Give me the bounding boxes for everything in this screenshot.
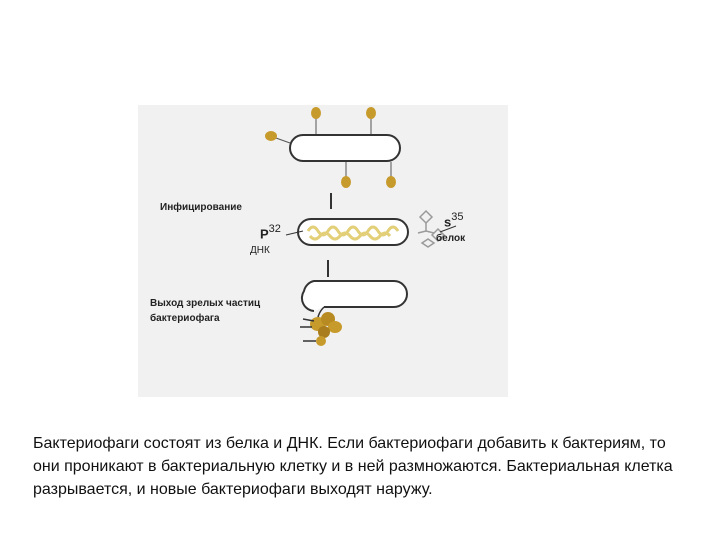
s-isotope: 35 bbox=[451, 211, 464, 223]
bacterial-cell-intact bbox=[289, 134, 401, 162]
release-label-line2: бактериофага bbox=[150, 313, 220, 324]
p-isotope: 32 bbox=[268, 223, 281, 235]
s35-label: s35 bbox=[444, 211, 463, 231]
phage-infection-diagram: Инфицирование P32 ДНК s35 белок Выход зр… bbox=[138, 105, 508, 397]
phage-icon bbox=[341, 162, 351, 188]
dna-label: ДНК bbox=[250, 245, 270, 256]
protein-label: белок bbox=[436, 233, 466, 244]
phage-icon bbox=[386, 162, 396, 188]
release-label-line1: Выход зрелых частиц bbox=[150, 298, 261, 309]
phage-icon bbox=[311, 107, 321, 134]
empty-capsid-icon bbox=[417, 209, 446, 248]
released-phages-cluster bbox=[300, 312, 342, 338]
phage-dna-strand bbox=[308, 231, 392, 241]
phage-icon bbox=[303, 336, 326, 346]
phage-icon bbox=[366, 107, 376, 134]
caption-text: Бактериофаги состоят из белка и ДНК. Есл… bbox=[33, 435, 673, 498]
stage-3-release bbox=[300, 280, 408, 346]
p-symbol: P bbox=[260, 226, 269, 242]
bacterial-cell-lysed bbox=[301, 280, 408, 312]
stage-2-infection bbox=[285, 209, 457, 248]
s35-pointer bbox=[439, 225, 457, 233]
phage-icon bbox=[265, 131, 291, 144]
bacterial-cell-infected bbox=[297, 218, 409, 246]
infection-label: Инфицирование bbox=[160, 202, 242, 213]
p32-pointer bbox=[285, 230, 304, 236]
s-symbol: s bbox=[444, 214, 452, 230]
diagram-canvas bbox=[265, 107, 457, 346]
stage-1-attachment bbox=[265, 107, 401, 188]
p32-label: P32 bbox=[260, 223, 281, 243]
